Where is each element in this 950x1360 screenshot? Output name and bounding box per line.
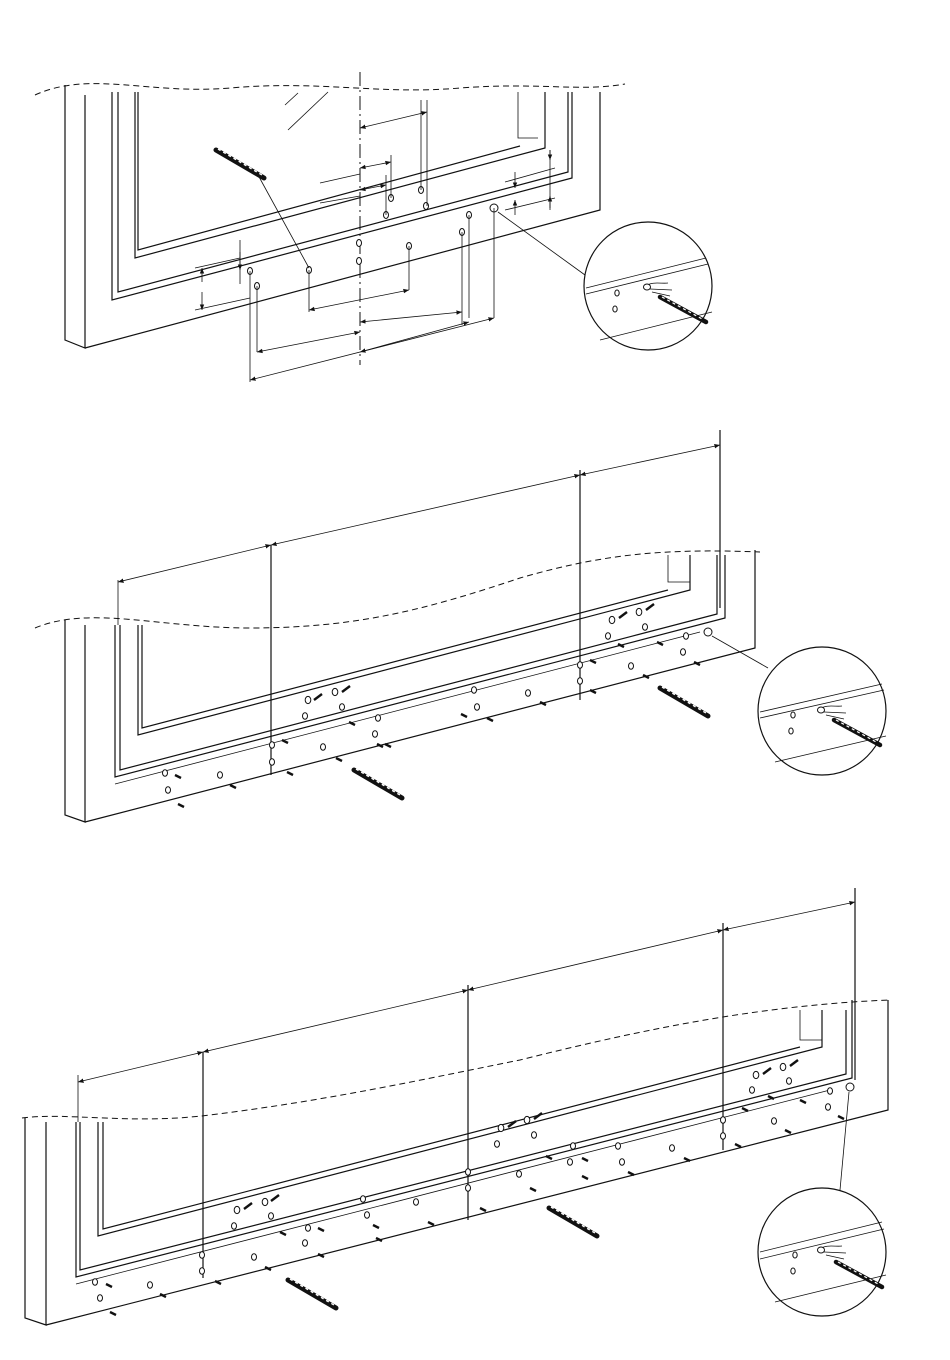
break-line [35, 551, 760, 628]
drill-bit-icon [288, 1279, 336, 1308]
figure-2 [35, 430, 886, 822]
drill-bit-icon [216, 149, 264, 178]
drill-bit-icon [549, 1207, 597, 1236]
figure-1 [35, 72, 712, 382]
fig2-ticks [175, 604, 700, 807]
fig3-holes [93, 1063, 855, 1301]
drill-bit-icon [660, 687, 708, 716]
screw-icon [818, 1246, 847, 1259]
magnifier-detail-icon [584, 222, 712, 350]
magnifier-detail-icon [758, 1188, 886, 1316]
break-line [35, 84, 625, 95]
fig1-dimensions [195, 100, 555, 382]
magnifier-detail-icon [758, 647, 886, 775]
screw-icon [818, 706, 847, 719]
figure-3 [22, 888, 890, 1325]
screw-icon [644, 283, 673, 296]
fig3-ticks [106, 1060, 844, 1315]
fig1-holes [248, 187, 499, 290]
drill-bit-icon [354, 769, 402, 798]
